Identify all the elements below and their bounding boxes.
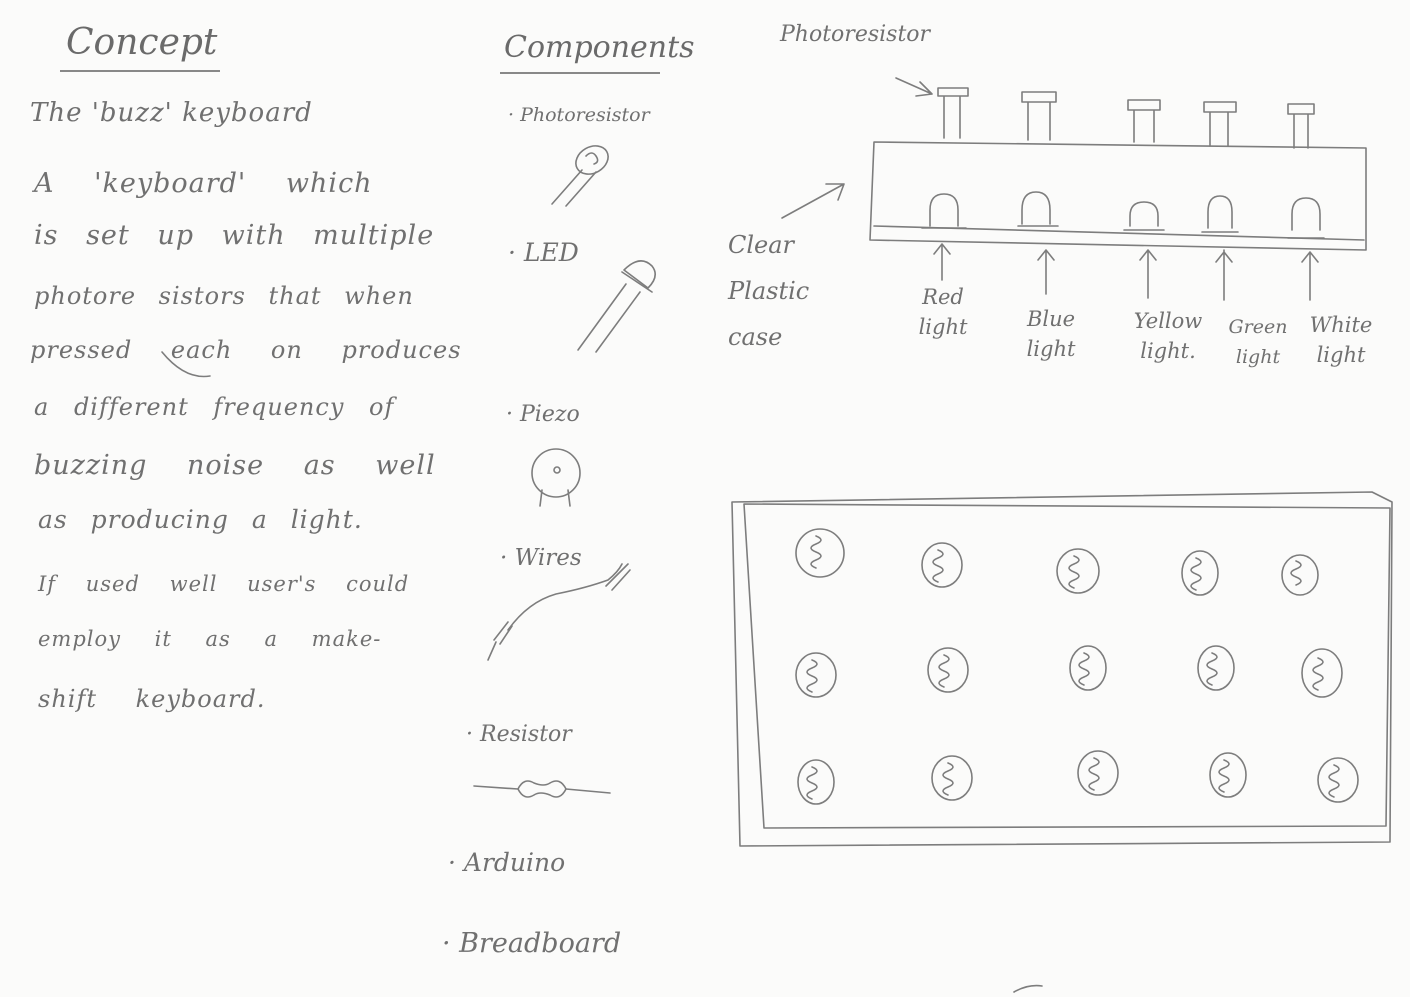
- grid-cell: [795, 652, 837, 698]
- yellow-light-label-word: light.: [1140, 339, 1196, 363]
- component-wires: · Wires: [500, 545, 582, 571]
- grid-cell: [1056, 548, 1100, 594]
- top-view-box: [731, 491, 1393, 847]
- grid-cell: [1069, 645, 1107, 691]
- grid-cell: [921, 542, 963, 588]
- components-heading: Components: [504, 30, 695, 65]
- component-photoresistor-label: Photoresistor: [520, 104, 650, 126]
- case-label-line-2: Plastic: [728, 277, 810, 305]
- photoresistor-grid: [795, 528, 1359, 805]
- wires-component-icon: [487, 563, 631, 661]
- component-led: · LED: [508, 238, 579, 267]
- led-domes: [921, 191, 1325, 239]
- concept-line-2: is set up with multiple: [34, 220, 435, 251]
- green-light-label: Green light: [1218, 312, 1298, 372]
- yellow-light-label-color: Yellow: [1133, 309, 1203, 333]
- case-label: Clear Plastic case: [728, 222, 809, 360]
- red-light-label-word: light: [918, 315, 968, 339]
- grid-cell: [1181, 550, 1219, 596]
- grid-cell: [1281, 554, 1319, 596]
- piezo-component-icon: [531, 448, 581, 507]
- side-view-case: [869, 141, 1367, 251]
- blue-light-label-color: Blue: [1026, 307, 1076, 331]
- component-piezo: · Piezo: [506, 402, 580, 427]
- component-breadboard: · Breadboard: [442, 928, 622, 959]
- component-led-label: LED: [523, 238, 579, 267]
- each-underline: [161, 351, 211, 378]
- white-light-label: White light: [1296, 310, 1386, 370]
- component-arduino: · Arduino: [448, 848, 566, 877]
- concept-heading: Concept: [66, 22, 218, 63]
- concept-line-5: a different frequency of: [34, 393, 395, 421]
- red-light-label-color: Red: [922, 285, 964, 309]
- component-photoresistor: · Photoresistor: [508, 104, 650, 126]
- grid-cell: [927, 647, 969, 693]
- component-resistor-label: Resistor: [480, 722, 572, 747]
- photoresistor-component-icon: [551, 145, 609, 207]
- resistor-component-icon: [473, 780, 611, 798]
- component-resistor: · Resistor: [466, 722, 572, 747]
- component-piezo-label: Piezo: [520, 402, 580, 427]
- white-light-label-color: White: [1309, 313, 1373, 337]
- green-light-label-word: light: [1235, 346, 1281, 368]
- component-wires-label: Wires: [514, 545, 582, 571]
- grid-cell: [1209, 752, 1247, 798]
- concept-line-9: employ it as a make-: [38, 627, 382, 651]
- grid-cell: [1197, 645, 1235, 691]
- led-component-icon: [577, 260, 656, 353]
- concept-subtitle: The 'buzz' keyboard: [30, 98, 313, 128]
- grid-cell: [1317, 757, 1359, 803]
- photoresistor-pillars: [937, 87, 1315, 149]
- grid-cell: [1077, 750, 1119, 796]
- blue-light-label: Blue light: [1014, 304, 1088, 364]
- grid-cell: [931, 755, 973, 801]
- concept-line-4: pressed each on produces: [30, 336, 462, 364]
- stray-mark: [1013, 984, 1043, 993]
- concept-line-7: as producing a light.: [38, 505, 363, 534]
- yellow-light-label: Yellow light.: [1122, 306, 1214, 366]
- concept-line-1: A 'keyboard' which: [34, 168, 373, 199]
- component-breadboard-label: Breadboard: [459, 928, 622, 959]
- blue-light-label-word: light: [1026, 337, 1076, 361]
- component-arduino-label: Arduino: [463, 848, 566, 877]
- components-heading-underline: [500, 72, 660, 74]
- grid-cell: [1301, 648, 1343, 698]
- case-label-line-1: Clear: [728, 231, 795, 259]
- grid-cell: [795, 528, 845, 578]
- white-light-label-word: light: [1316, 343, 1366, 367]
- grid-cell: [797, 759, 835, 805]
- green-light-label-color: Green: [1228, 316, 1288, 338]
- concept-heading-underline: [60, 70, 220, 72]
- concept-line-10: shift keyboard.: [38, 685, 266, 713]
- concept-line-3: photore sistors that when: [34, 282, 414, 310]
- concept-line-6: buzzing noise as well: [34, 450, 436, 481]
- case-label-line-3: case: [728, 323, 783, 351]
- label-arrows: [781, 77, 1319, 301]
- photoresistor-callout-label: Photoresistor: [780, 22, 931, 47]
- concept-line-8: If used well user's could: [38, 572, 410, 596]
- red-light-label: Red light: [908, 282, 978, 342]
